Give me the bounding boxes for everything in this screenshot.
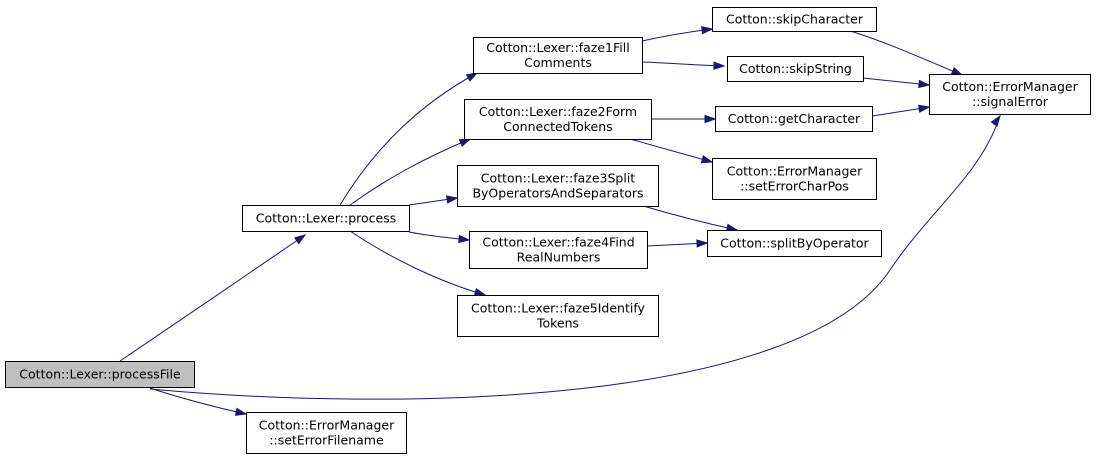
node-label-getCharacter-0: Cotton::getCharacter (728, 111, 861, 126)
arrowhead-processFile-to-process (293, 234, 307, 245)
edge-faze1-to-skipCharacter (641, 28, 713, 42)
node-skipCharacter[interactable]: Cotton::skipCharacter (712, 7, 877, 32)
edge-faze2-to-setErrorCharPos (629, 138, 713, 163)
edge-processFile-to-signalError (149, 115, 1001, 400)
edge-process-to-faze5 (349, 230, 486, 296)
edges-layer (119, 26, 1001, 416)
node-setErrorFilename[interactable]: Cotton::ErrorManager::setErrorFilename (246, 412, 407, 454)
node-processFile[interactable]: Cotton::Lexer::processFile (5, 361, 195, 388)
edge-processFile-to-setErrorFilename (149, 387, 247, 415)
arrowhead-skipCharacter-to-signalError (950, 67, 964, 76)
node-box-faze5[interactable] (457, 295, 659, 337)
node-box-splitByOperator[interactable] (707, 230, 882, 257)
edge-skipCharacter-to-signalError (849, 30, 963, 76)
arrowhead-process-to-faze4 (458, 234, 471, 244)
node-getCharacter[interactable]: Cotton::getCharacter (715, 106, 873, 132)
node-label-faze5-0: Cotton::Lexer::faze5Identify (471, 301, 645, 316)
node-box-faze2[interactable] (464, 99, 652, 140)
arrowhead-processFile-to-setErrorFilename (234, 407, 248, 416)
node-box-setErrorFilename[interactable] (246, 412, 407, 454)
node-label-signalError-0: Cotton::ErrorManager (942, 79, 1078, 94)
edge-processFile-to-process (119, 234, 306, 362)
node-box-getCharacter[interactable] (715, 106, 873, 132)
edge-faze1-to-skipString (641, 61, 725, 67)
node-label-faze2-0: Cotton::Lexer::faze2Form (479, 104, 637, 119)
node-label-faze3-1: ByOperatorsAndSeparators (472, 186, 643, 201)
arrowhead-processFile-to-signalError (990, 114, 1001, 127)
node-faze3[interactable]: Cotton::Lexer::faze3SplitByOperatorsAndS… (457, 165, 659, 207)
arrowhead-faze2-to-getCharacter (704, 114, 717, 124)
node-label-setErrorFilename-1: ::setErrorFilename (269, 433, 384, 448)
node-skipString[interactable]: Cotton::skipString (727, 56, 864, 82)
node-label-process-0: Cotton::Lexer::process (256, 211, 396, 226)
node-label-faze5-1: Tokens (536, 316, 579, 331)
node-box-skipString[interactable] (727, 56, 864, 82)
node-box-processFile[interactable] (5, 361, 195, 388)
node-box-faze3[interactable] (457, 165, 659, 207)
arrowhead-faze1-to-skipString (713, 61, 726, 70)
node-box-signalError[interactable] (929, 74, 1091, 115)
node-label-setErrorCharPos-0: Cotton::ErrorManager (727, 164, 863, 179)
node-label-faze1-1: Comments (524, 55, 592, 70)
node-label-splitByOperator-0: Cotton::splitByOperator (720, 236, 869, 251)
arrowhead-process-to-faze2 (458, 138, 472, 147)
nodes-layer: Cotton::Lexer::processFile Cotton::Lexer:… (5, 7, 1091, 454)
node-label-faze3-0: Cotton::Lexer::faze3Split (481, 171, 636, 186)
node-label-setErrorCharPos-1: ::setErrorCharPos (740, 179, 849, 194)
node-label-setErrorFilename-0: Cotton::ErrorManager (259, 418, 395, 433)
node-splitByOperator[interactable]: Cotton::splitByOperator (707, 230, 882, 257)
node-label-faze4-0: Cotton::Lexer::faze4Find (482, 235, 634, 250)
arrowhead-faze1-to-skipCharacter (701, 26, 714, 35)
node-label-faze4-1: RealNumbers (517, 250, 601, 265)
edge-process-to-faze2 (349, 138, 471, 206)
arrowhead-process-to-faze5 (473, 288, 487, 297)
arrowhead-faze4-to-splitByOperator (696, 239, 709, 248)
arrowhead-process-to-faze1 (465, 72, 479, 82)
edge-process-to-faze1 (339, 72, 478, 206)
node-setErrorCharPos[interactable]: Cotton::ErrorManager::setErrorCharPos (712, 158, 877, 200)
arrowhead-skipString-to-signalError (918, 79, 931, 89)
node-label-skipString-0: Cotton::skipString (739, 61, 852, 76)
arrowhead-getCharacter-to-signalError (917, 104, 931, 113)
node-label-signalError-1: ::signalError (972, 94, 1049, 109)
arrowhead-process-to-faze3 (445, 195, 459, 204)
arrowhead-faze2-to-setErrorCharPos (700, 155, 714, 164)
node-box-faze4[interactable] (469, 231, 648, 269)
node-label-faze2-1: ConnectedTokens (503, 119, 612, 134)
node-signalError[interactable]: Cotton::ErrorManager::signalError (929, 74, 1091, 115)
node-box-setErrorCharPos[interactable] (712, 158, 877, 200)
edge-faze3-to-splitByOperator (639, 204, 738, 231)
node-label-faze1-0: Cotton::Lexer::faze1Fill (486, 40, 629, 55)
node-box-skipCharacter[interactable] (712, 7, 877, 32)
node-label-processFile-0: Cotton::Lexer::processFile (19, 367, 181, 382)
node-label-skipCharacter-0: Cotton::skipCharacter (726, 12, 864, 27)
node-process[interactable]: Cotton::Lexer::process (242, 205, 410, 232)
node-box-process[interactable] (242, 205, 410, 232)
node-box-faze1[interactable] (473, 37, 643, 74)
